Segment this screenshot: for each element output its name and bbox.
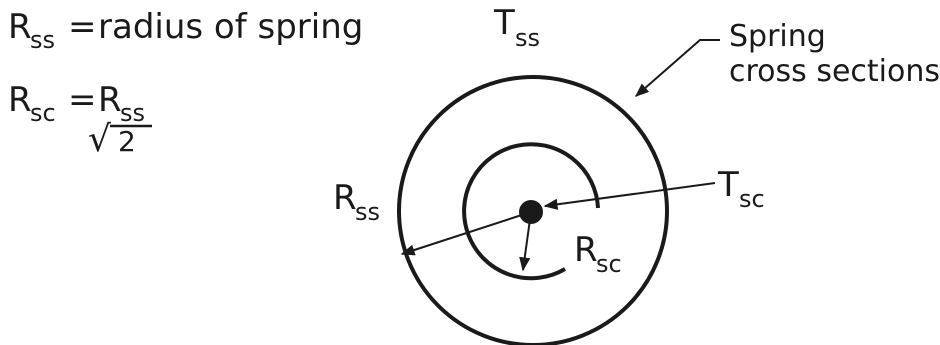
tss-label-symbol: T [494,3,515,43]
tsc-label-subscript: sc [739,185,765,213]
rss-label-subscript: ss [355,198,381,226]
tss-label-subscript: ss [515,24,541,52]
tsc-pointer-arrow [543,182,716,210]
legend-rss-symbol: R [8,7,32,47]
legend-rsc-symbol: R [8,80,32,120]
legend-root-value: 2 [118,125,136,158]
rsc-label-symbol: R [574,230,598,270]
rsc-radius-arrow [519,211,532,272]
legend-equals-1: = [68,7,97,47]
rss-radius-arrow [400,211,532,256]
spring-label-arrow [634,39,720,97]
outer-spring-circle [397,75,669,345]
inner-spring-arc [462,142,600,281]
legend-rss-definition: radius of spring [98,7,364,47]
legend-rsc-subscript: sc [30,99,56,127]
legend-rss-subscript: ss [30,26,56,54]
rss-label-symbol: R [333,178,357,218]
spring-label-line1: Spring [729,19,826,54]
legend-rss-rhs-symbol: R [98,80,122,120]
legend-equals-2: = [68,80,97,120]
legend-root-sign: √ [88,119,111,160]
spring-label-line2: cross sections [729,54,940,89]
rsc-label-subscript: sc [596,250,622,278]
tsc-label-symbol: T [718,165,739,205]
legend-rss-rhs-subscript: ss [120,99,146,127]
